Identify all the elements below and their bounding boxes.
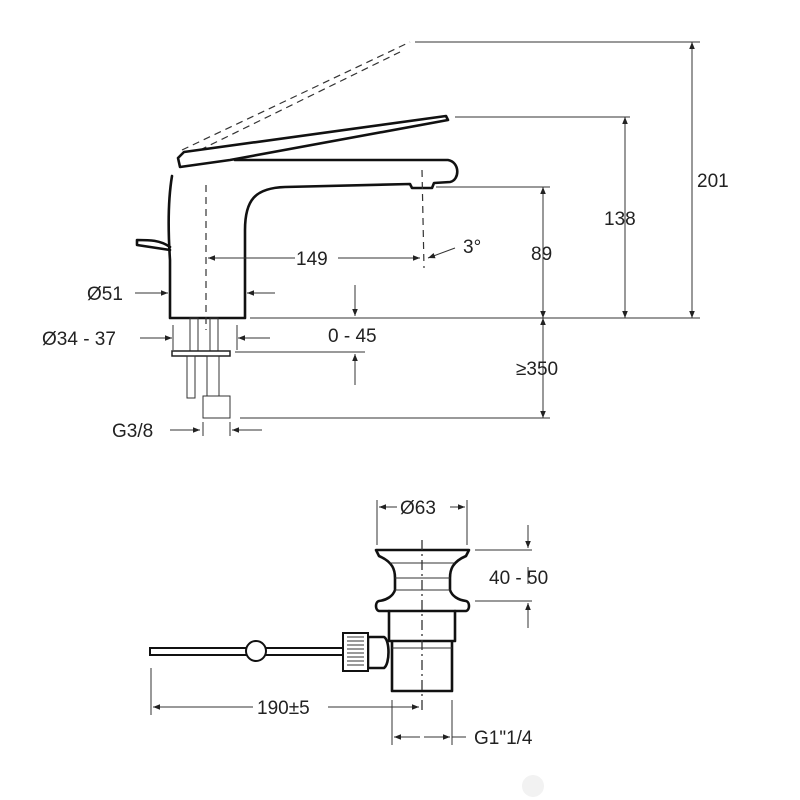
- faucet-labels: 201 138 89 149 3° Ø51 Ø34 - 37 0 - 45 ≥3…: [42, 171, 729, 442]
- hose-length-label: ≥350: [516, 359, 558, 380]
- hole-diameter-label: Ø34 - 37: [42, 329, 116, 350]
- rod-length-label: 190±5: [257, 698, 310, 719]
- faucet-drawing: [135, 41, 459, 419]
- reach-label: 149: [296, 249, 328, 270]
- body-diameter-label: Ø51: [87, 284, 123, 305]
- drain-labels: Ø63 40 - 50 190±5 G1"1/4: [257, 498, 548, 749]
- lever-height-label: 138: [604, 209, 636, 230]
- faucet-body-outline: [167, 158, 459, 320]
- lever: [176, 114, 450, 169]
- deck-thickness-label: 0 - 45: [328, 326, 377, 347]
- pop-up-knob: [135, 238, 172, 252]
- mounting-parts: [171, 317, 231, 419]
- spout-height-label: 89: [531, 244, 552, 265]
- adjust-range-label: 40 - 50: [489, 568, 548, 589]
- thread-label: G1"1/4: [474, 728, 533, 749]
- drain-dimension-lines: [150, 500, 532, 745]
- rod-ball: [245, 640, 267, 662]
- total-height-label: 201: [697, 171, 729, 192]
- flange-diameter-label: Ø63: [400, 498, 436, 519]
- lever-raised-outline: [181, 41, 411, 151]
- spout-centerline: [421, 169, 425, 269]
- faucet-dimension-lines: [135, 41, 700, 436]
- faint-watermark-icon: [522, 775, 544, 797]
- drain-drawing: [149, 540, 471, 712]
- connection-label: G3/8: [112, 421, 153, 442]
- spout-angle-label: 3°: [463, 237, 481, 258]
